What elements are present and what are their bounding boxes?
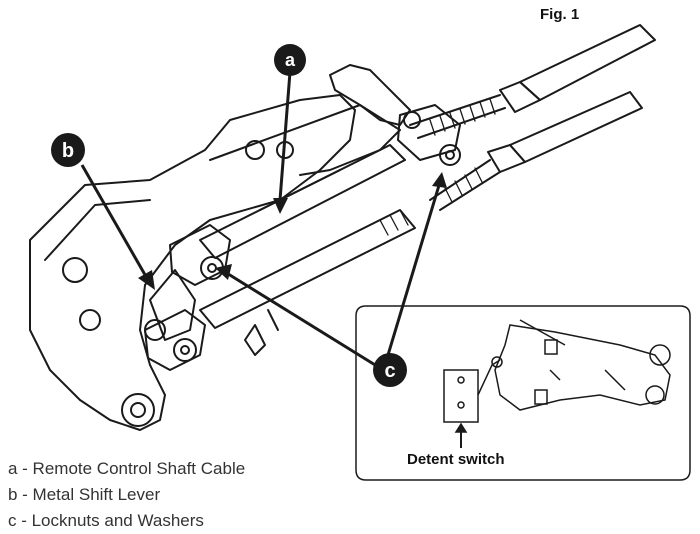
arrowhead-a <box>273 198 288 214</box>
metal-shift-lever <box>149 269 196 341</box>
mounting-bracket <box>29 94 356 431</box>
figure-title: Fig. 1 <box>540 6 580 23</box>
washer <box>144 319 166 341</box>
callout-b-letter: b <box>62 140 74 162</box>
callout-c-badge <box>373 353 407 387</box>
lower-cable-rod <box>429 159 491 201</box>
bracket-hole <box>79 309 101 331</box>
legend-item-a: a - Remote Control Shaft Cable <box>8 459 246 478</box>
cable-anchor-block <box>397 104 461 161</box>
pivot-locknut <box>173 338 197 362</box>
lower-clevis <box>144 309 206 371</box>
leader-line-a <box>278 71 292 201</box>
inset-shift-lever <box>494 324 671 411</box>
leader-line-c <box>224 270 381 370</box>
detent-switch-label: Detent switch <box>407 451 505 468</box>
bracket-hole <box>245 140 265 160</box>
callout-c-letter: c <box>384 360 395 382</box>
bracket-hole <box>62 257 88 283</box>
legend-item-b: b - Metal Shift Lever <box>8 485 161 504</box>
leader-line-b <box>80 164 150 281</box>
bottom-bolt <box>121 393 155 427</box>
callout-b-badge <box>51 133 85 167</box>
arrowhead-c <box>215 264 232 280</box>
legend: a - Remote Control Shaft Cable b - Metal… <box>8 456 245 534</box>
upper-cable-rod <box>409 94 501 126</box>
locknut <box>403 111 421 129</box>
callout-a-letter: a <box>285 50 296 70</box>
upper-cable-sheath <box>519 24 656 101</box>
lower-cable-sheath <box>509 91 643 163</box>
leader-line-c <box>386 181 442 356</box>
lower-link-rod <box>199 209 416 329</box>
locknut <box>439 144 461 166</box>
arrowhead-b <box>138 270 155 290</box>
detent-switch <box>443 369 479 423</box>
detent-switch-inset <box>355 305 691 481</box>
arrowhead-c <box>432 172 447 188</box>
callout-a-badge <box>274 44 306 76</box>
upper-arm <box>329 64 411 126</box>
legend-item-c: c - Locknuts and Washers <box>8 511 204 530</box>
